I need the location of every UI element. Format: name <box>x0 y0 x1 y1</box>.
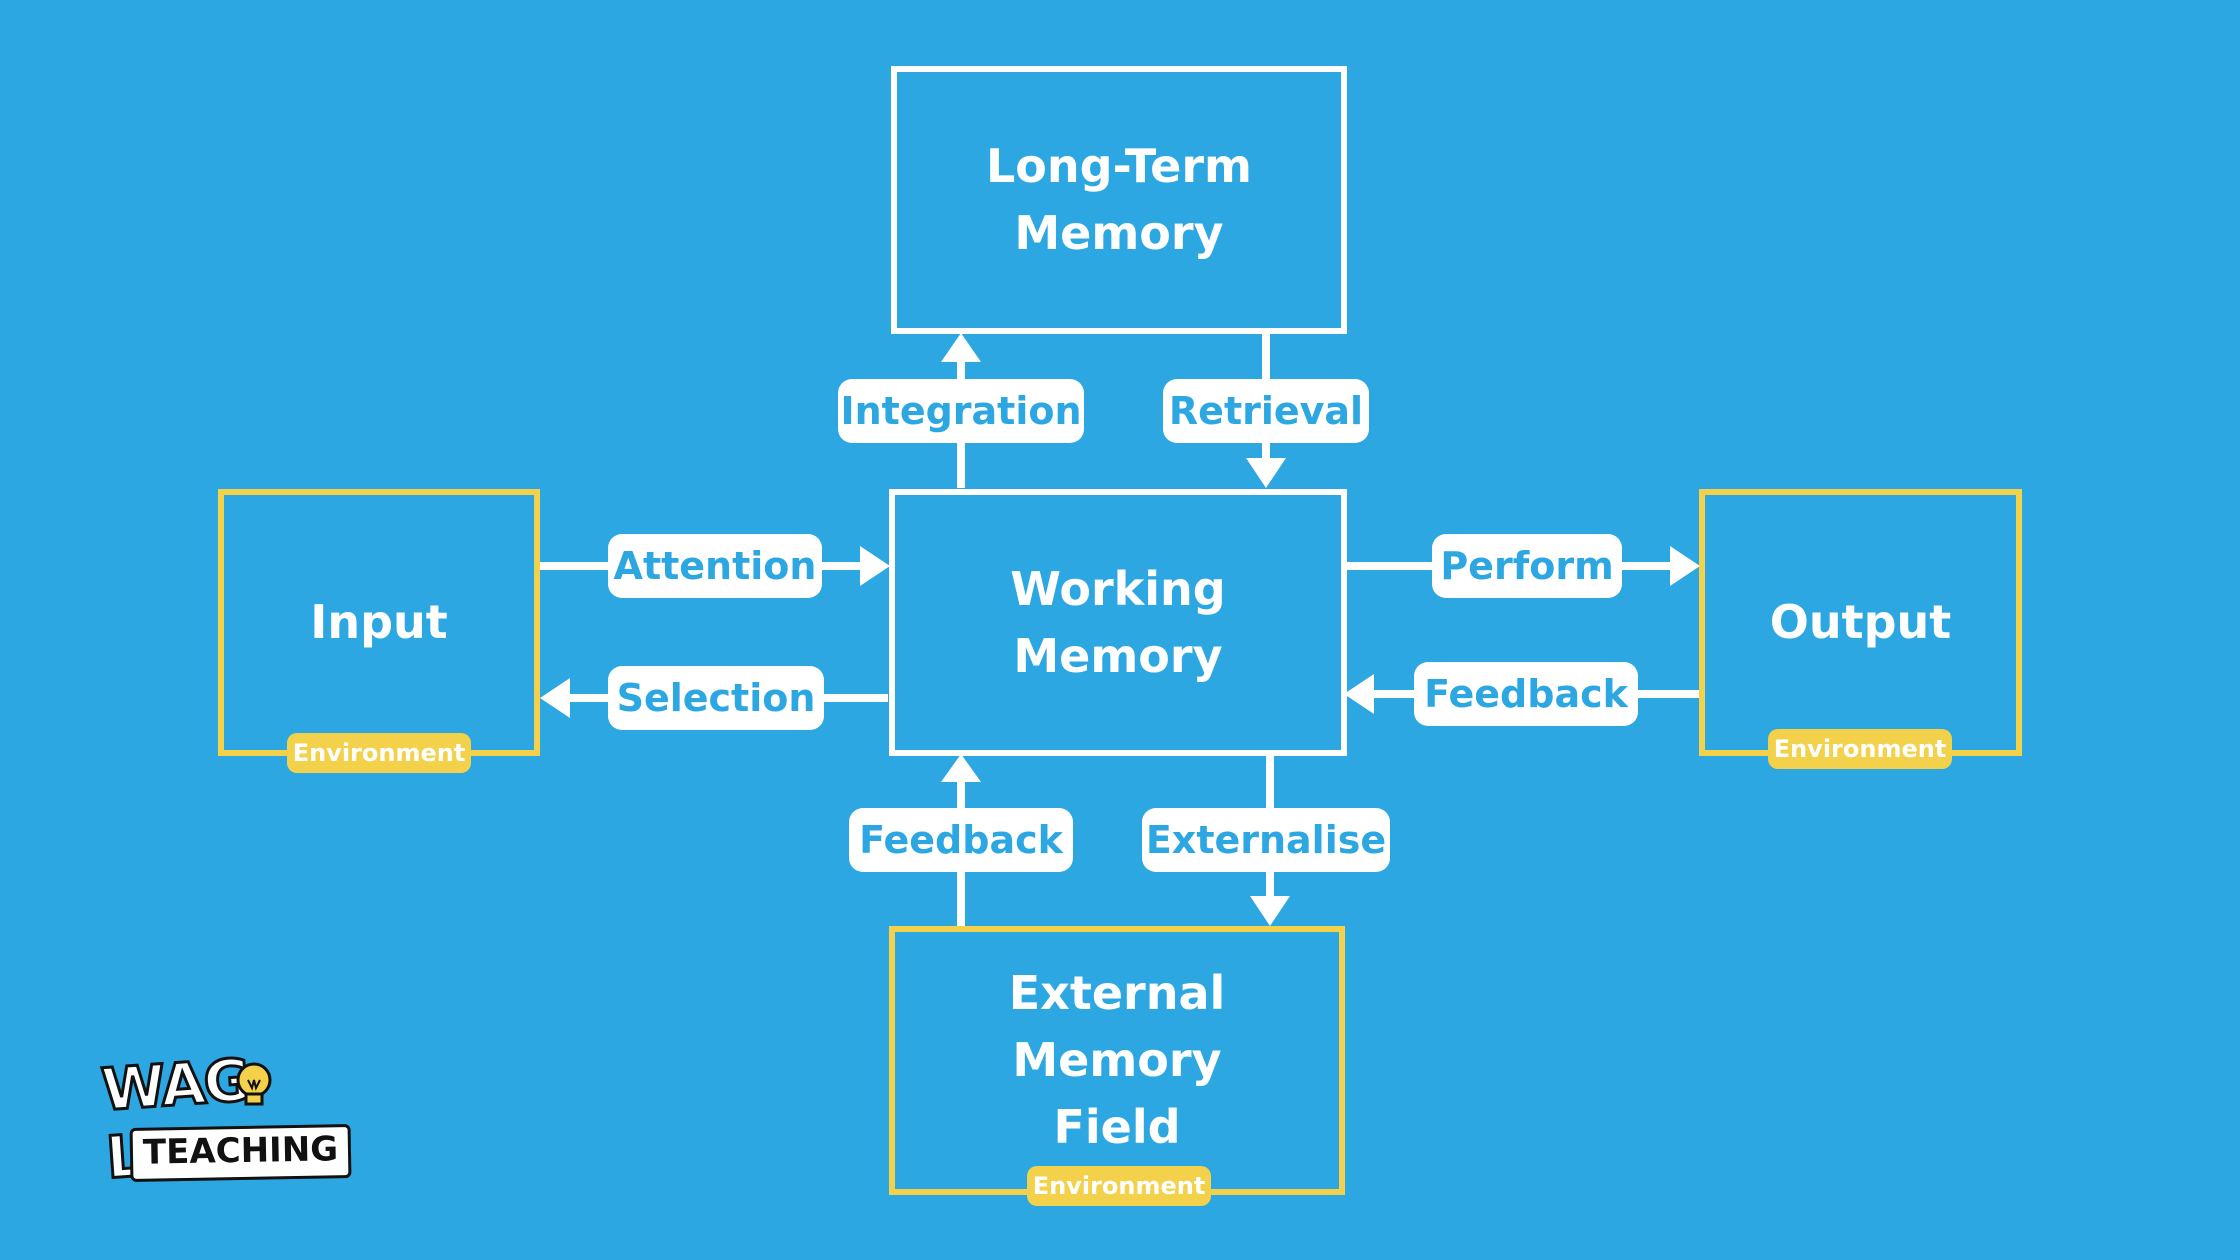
feedback-output-arrowhead <box>1344 674 1374 714</box>
selection-label: Selection <box>608 666 824 730</box>
retrieval-arrowhead <box>1246 458 1286 488</box>
lightbulb-icon <box>236 1062 272 1106</box>
feedback-external-label: Feedback <box>849 808 1073 872</box>
externalise-label: Externalise <box>1142 808 1390 872</box>
attention-label: Attention <box>608 534 822 598</box>
retrieval-label: Retrieval <box>1163 379 1369 443</box>
wagoll-teaching-logo: WAG LL TEACHING <box>98 1044 352 1193</box>
integration-arrowhead <box>941 333 981 362</box>
working-memory-title: Working Memory <box>1010 561 1226 683</box>
logo-subtitle: TEACHING <box>129 1124 352 1182</box>
attention-arrowhead <box>860 546 890 586</box>
long-term-memory-title: Long-Term Memory <box>985 139 1252 260</box>
input-box: Input <box>218 489 540 756</box>
output-environment-badge: Environment <box>1768 729 1952 769</box>
working-memory-box: Working Memory <box>889 489 1347 756</box>
output-title: Output <box>1769 595 1952 649</box>
output-box: Output <box>1699 489 2022 756</box>
feedback-output-label: Feedback <box>1414 662 1638 726</box>
input-title: Input <box>310 595 448 649</box>
selection-arrowhead <box>540 678 570 718</box>
perform-label: Perform <box>1432 534 1622 598</box>
externalise-arrowhead <box>1250 896 1290 926</box>
integration-label: Integration <box>838 379 1084 443</box>
external-memory-field-title: External Memory Field <box>1008 966 1226 1154</box>
perform-arrowhead <box>1670 546 1700 586</box>
external-environment-badge: Environment <box>1027 1166 1211 1206</box>
input-environment-badge: Environment <box>287 733 471 773</box>
long-term-memory-box: Long-Term Memory <box>891 66 1347 334</box>
feedback-external-arrowhead <box>941 754 981 782</box>
external-memory-field-box: External Memory Field <box>889 926 1345 1195</box>
